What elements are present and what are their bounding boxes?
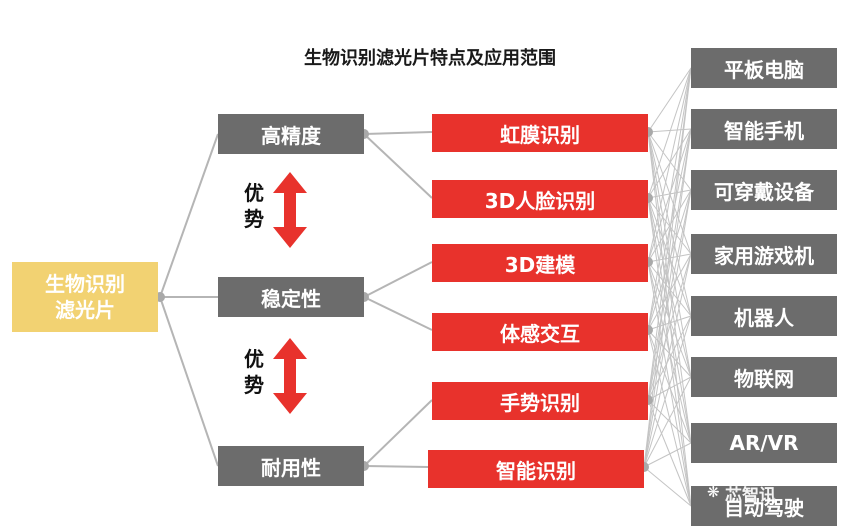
device-robot: 机器人: [691, 296, 837, 336]
fan-line: [647, 189, 692, 331]
fan-line: [647, 67, 692, 263]
fan-line: [643, 442, 692, 468]
fan-line: [647, 189, 692, 263]
advantage-label-2: 优 势: [242, 346, 266, 398]
fan-line: [643, 189, 692, 468]
device-smartphone: 智能手机: [691, 109, 837, 149]
connector-lines: [159, 131, 433, 468]
connector-feature-app-3: [363, 261, 433, 298]
fan-line: [647, 67, 692, 133]
advantage-char: 势: [244, 373, 264, 397]
advantage-char: 优: [244, 347, 264, 371]
fan-line: [643, 466, 692, 507]
feature-stability: 稳定性: [218, 277, 364, 317]
fan-line: [647, 197, 692, 317]
device-fan-lines: [643, 67, 692, 507]
root-node: 生物识别 滤光片: [12, 262, 158, 332]
app-3d-face-recognition: 3D人脸识别: [432, 180, 648, 218]
wechat-icon: ❋: [707, 483, 720, 501]
device-tablet: 平板电脑: [691, 48, 837, 88]
fan-line: [647, 253, 692, 263]
device-iot: 物联网: [691, 357, 837, 397]
fan-line: [643, 376, 692, 468]
app-gesture-recognition: 手势识别: [432, 382, 648, 420]
fan-line: [647, 67, 692, 331]
fan-line: [647, 253, 692, 331]
feature-high-precision: 高精度: [218, 114, 364, 154]
fan-line: [647, 315, 692, 331]
connector-feature-app-4: [363, 296, 433, 331]
advantage-arrow-2: [273, 338, 307, 414]
app-motion-interaction: 体感交互: [432, 313, 648, 351]
device-game-console: 家用游戏机: [691, 234, 837, 274]
root-line-2: 滤光片: [55, 298, 115, 322]
fan-line: [647, 67, 692, 199]
fan-line: [647, 399, 692, 444]
advantage-label-1: 优 势: [242, 180, 266, 232]
fan-line: [647, 128, 692, 401]
fan-line: [643, 128, 692, 468]
connector-feature-app-2: [363, 133, 433, 199]
root-line-1: 生物识别: [45, 272, 125, 296]
fan-line: [647, 128, 692, 263]
watermark-text: 芯智讯: [725, 486, 776, 506]
advantage-char: 势: [244, 207, 264, 231]
diagram-title: 生物识别滤光片特点及应用范围: [304, 48, 556, 69]
device-autonomous-driving: 自动驾驶: [691, 486, 837, 526]
app-smart-recognition: 智能识别: [428, 450, 644, 488]
device-wearable: 可穿戴设备: [691, 170, 837, 210]
connector-feature-app-6: [363, 465, 429, 468]
app-3d-modeling: 3D建模: [432, 244, 648, 282]
fan-line: [647, 128, 692, 331]
fan-line: [647, 376, 692, 401]
fan-line: [643, 253, 692, 468]
advantage-char: 优: [244, 181, 264, 205]
fan-line: [647, 189, 692, 401]
fan-line: [647, 261, 692, 317]
connector-feature-app-1: [363, 131, 433, 135]
fan-line: [643, 315, 692, 468]
fan-line: [647, 67, 692, 401]
app-iris-recognition: 虹膜识别: [432, 114, 648, 152]
connector-root-feature-3: [159, 296, 219, 467]
advantage-arrow-1: [273, 172, 307, 248]
connector-feature-app-5: [363, 399, 433, 467]
connector-root-feature-1: [159, 133, 219, 298]
feature-durability: 耐用性: [218, 446, 364, 486]
device-ar-vr: AR/VR: [691, 423, 837, 463]
